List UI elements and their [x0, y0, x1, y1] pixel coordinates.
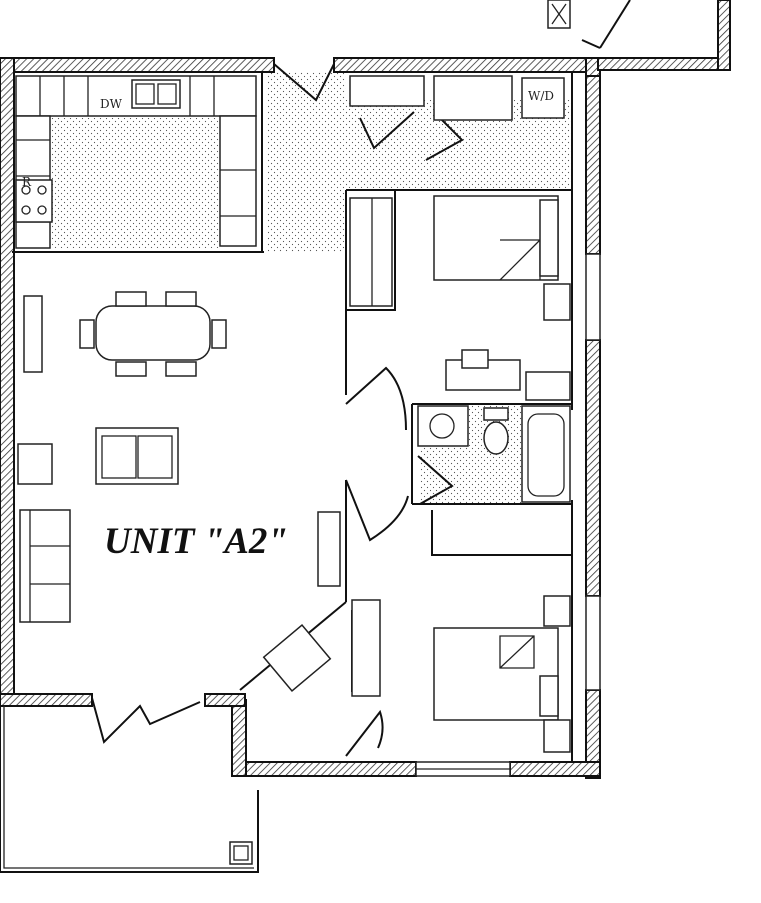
washer-dryer-label: W/D: [528, 89, 554, 103]
bedroom-1-closet: [349, 197, 393, 307]
unit-label: UNIT "A2": [104, 521, 288, 562]
nightstand-1: [543, 283, 571, 321]
interior-walls: [12, 72, 573, 762]
hall-closet: [349, 75, 464, 161]
balcony: [0, 700, 259, 873]
bathtub: [521, 405, 571, 503]
range-label: R: [22, 175, 32, 189]
sofa: [19, 509, 71, 623]
corridor-walls: [547, 0, 731, 71]
media-cabinet: [262, 624, 332, 692]
bedroom-2-entry-door[interactable]: [345, 709, 384, 757]
nightstand-2: [543, 595, 571, 627]
toilet: [483, 407, 509, 455]
nightstand-3: [543, 719, 571, 753]
console-table: [23, 295, 43, 373]
kitchen-sink: [131, 79, 181, 109]
windows: [415, 253, 601, 777]
entry-door[interactable]: [273, 63, 335, 102]
dining-table: [79, 291, 227, 377]
desk-1: [445, 349, 571, 401]
washer-dryer: W/D: [433, 75, 565, 121]
range: [15, 179, 53, 223]
bedroom-2-closet: [351, 599, 381, 697]
tv-cabinet: [317, 511, 341, 587]
balcony-doors[interactable]: [91, 697, 201, 744]
bed-1: [433, 195, 559, 281]
bedroom-2-door[interactable]: [345, 479, 409, 542]
bed-2: [433, 627, 559, 721]
dishwasher-label: DW: [100, 97, 123, 111]
bathroom-door[interactable]: [417, 455, 454, 505]
bedroom-1-door[interactable]: [345, 366, 407, 431]
armchairs: [95, 427, 179, 485]
bathroom-vanity: [417, 405, 469, 447]
side-table: [17, 443, 53, 485]
